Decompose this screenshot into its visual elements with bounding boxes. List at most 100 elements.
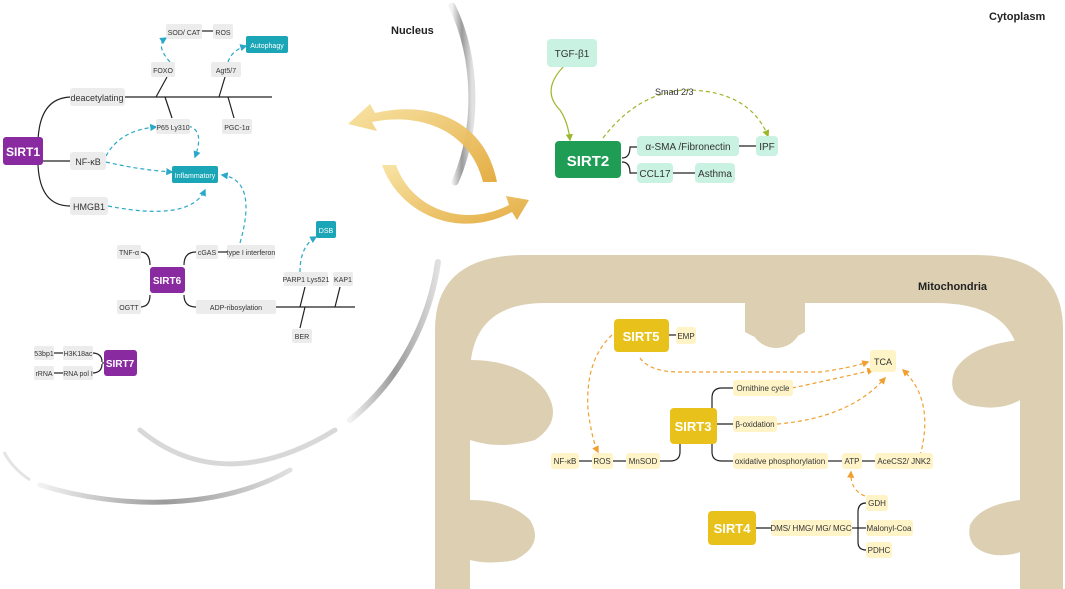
ccl17-label: CCL17 — [639, 169, 671, 180]
sirt3-label: SIRT3 — [675, 419, 712, 434]
mito-nfkb-label: NF-κB — [554, 457, 577, 466]
sirt6-connectors — [139, 251, 355, 329]
pdhc-label: PDHC — [868, 546, 891, 555]
asthma-node[interactable] — [695, 163, 735, 183]
foxo-label: FOXO — [153, 68, 173, 75]
dsb-label: DSB — [319, 228, 334, 235]
gdh-node[interactable] — [866, 495, 888, 511]
mnsod-label: MnSOD — [629, 457, 658, 466]
mito-nfkb-node[interactable] — [551, 453, 579, 469]
ber-node[interactable] — [292, 329, 312, 343]
oxphos-node[interactable] — [733, 453, 828, 469]
hmgb1-node[interactable] — [70, 197, 108, 215]
nfkb-label: NF-κB — [75, 157, 101, 167]
ber-label: BER — [295, 334, 309, 341]
asma-label: α-SMA /Fibronectin — [645, 142, 730, 153]
sirt5-node[interactable] — [614, 319, 669, 352]
tca-label: TCA — [874, 357, 892, 367]
ogtt-label: OGTT — [119, 305, 139, 312]
sod-cat-node[interactable] — [166, 24, 202, 39]
pgc-label: PGC-1α — [224, 125, 249, 132]
acecs-node[interactable] — [875, 453, 933, 469]
smad-label: Smad 2/3 — [655, 87, 694, 97]
nfkb-node[interactable] — [70, 152, 106, 170]
sirt3-node[interactable] — [670, 408, 717, 444]
oxphos-label: oxidative phosphorylation — [735, 457, 825, 466]
deacetylating-node[interactable] — [70, 88, 125, 106]
parp-node[interactable] — [284, 272, 328, 286]
emp-node[interactable] — [676, 327, 696, 344]
rnapol-node[interactable] — [63, 366, 93, 380]
ifn-node[interactable] — [227, 245, 275, 259]
adp-node[interactable] — [196, 300, 276, 314]
cgas-node[interactable] — [196, 245, 218, 259]
autophagy-label: Autophagy — [250, 43, 284, 50]
sirt6-node[interactable] — [150, 267, 185, 293]
ipf-label: IPF — [759, 142, 775, 153]
mnsod-node[interactable] — [626, 453, 660, 469]
pdhc-node[interactable] — [866, 542, 892, 558]
tnf-label: TNF-α — [119, 250, 139, 257]
sirt7-node[interactable] — [104, 350, 137, 376]
inflammatory-node[interactable] — [172, 166, 218, 183]
tca-node[interactable] — [870, 350, 896, 372]
sirt5-label: SIRT5 — [623, 329, 660, 344]
mito-ros-node[interactable] — [592, 453, 613, 469]
h3k18-node[interactable] — [63, 346, 93, 360]
inflammatory-label: Inflammatory — [175, 173, 216, 180]
mito-ros-label: ROS — [593, 457, 610, 466]
autophagy-node[interactable] — [246, 36, 288, 53]
asma-node[interactable] — [637, 136, 739, 156]
ifn-label: type I interferon — [227, 250, 276, 257]
mito-connectors — [578, 334, 875, 551]
emp-label: EMP — [677, 332, 694, 341]
p53bp1-node[interactable] — [34, 346, 54, 360]
acecs-label: AceCS2/ JNK2 — [877, 457, 931, 466]
exchange-arrows — [348, 104, 529, 224]
sirt2-connectors — [621, 145, 756, 174]
ipf-node[interactable] — [756, 136, 778, 156]
ccl17-node[interactable] — [637, 163, 673, 183]
pgc-node[interactable] — [222, 119, 252, 134]
foxo-node[interactable] — [151, 62, 175, 77]
boxidation-node[interactable] — [733, 416, 777, 432]
sirt1-arrows — [105, 37, 248, 244]
kap1-label: KAP1 — [334, 277, 352, 284]
sirt6-arrows — [299, 236, 318, 273]
sirt2-node[interactable] — [555, 141, 621, 178]
malonyl-node[interactable] — [866, 520, 913, 536]
ogtt-node[interactable] — [117, 300, 141, 314]
atg-node[interactable] — [211, 62, 241, 77]
dsb-node[interactable] — [316, 221, 336, 238]
malonyl-label: Malonyl-Coa — [867, 524, 912, 533]
ornithine-label: Ornithine cycle — [737, 384, 790, 393]
atg-label: Agt5/7 — [216, 68, 236, 75]
sirt1-label: SIRT1 — [6, 145, 40, 159]
sirt4-label: SIRT4 — [714, 521, 752, 536]
tnf-node[interactable] — [117, 245, 141, 259]
hmgb1-label: HMGB1 — [73, 202, 105, 212]
nuclear-envelope — [2, 2, 476, 505]
sirt2-label: SIRT2 — [567, 153, 610, 170]
asthma-label: Asthma — [698, 169, 732, 180]
ros-node[interactable] — [213, 24, 233, 39]
sirt1-node[interactable] — [3, 137, 43, 165]
boxidation-label: β-oxidation — [735, 420, 774, 429]
kap1-node[interactable] — [333, 272, 353, 286]
cgas-label: cGAS — [198, 250, 217, 257]
p53bp1-label: 53bp1 — [34, 351, 54, 358]
deacetylating-label: deacetylating — [70, 93, 123, 103]
ornithine-node[interactable] — [733, 380, 793, 396]
sirt6-label: SIRT6 — [153, 276, 182, 287]
rrna-node[interactable] — [34, 366, 54, 380]
h3k18-label: H3K18ac — [64, 351, 93, 358]
nucleus-label: Nucleus — [391, 25, 434, 37]
mito-arrows — [587, 334, 926, 497]
tgf-node[interactable] — [547, 39, 597, 67]
atp-node[interactable] — [842, 453, 862, 469]
adp-label: ADP-ribosylation — [210, 305, 262, 312]
p65-node[interactable] — [156, 119, 190, 134]
sirt4-node[interactable] — [708, 511, 756, 545]
dms-node[interactable] — [771, 520, 852, 536]
